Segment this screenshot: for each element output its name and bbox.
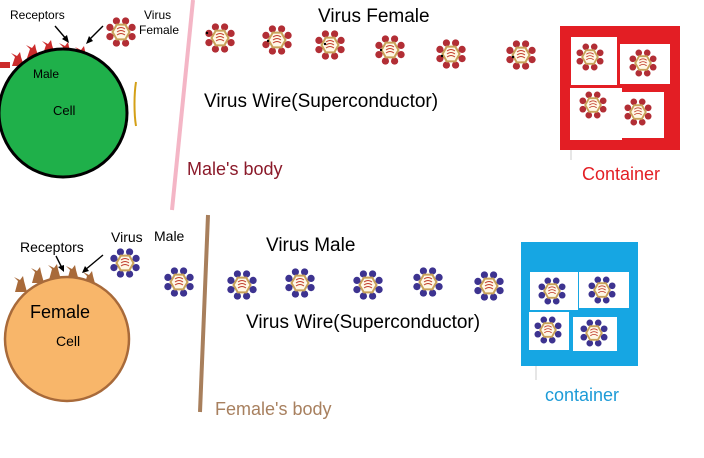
male-cell-sex-label: Male [33, 67, 60, 81]
virus-icon [205, 23, 235, 53]
wire-dot [511, 55, 515, 59]
receptor-icon [11, 52, 24, 66]
receptor-arrow-3-head [58, 265, 64, 272]
receptor-arrow-1-head [62, 35, 69, 43]
virus-icon [624, 98, 652, 126]
top-panel [0, 0, 680, 211]
top-virus-wire-label: Virus Wire(Superconductor) [204, 91, 439, 112]
male-virus-stream [110, 248, 504, 301]
top-receptors-label: Receptors [10, 8, 65, 22]
top-virus-label-line2: Female [139, 23, 180, 37]
male-cell-edge-fragment [133, 81, 137, 127]
female-virus-stream [106, 17, 536, 70]
virus-icon [534, 316, 562, 344]
virus-icon [353, 270, 383, 300]
male-cell-label: Cell [53, 103, 76, 118]
female-virus-container [560, 26, 680, 160]
female-body-label: Female's body [215, 399, 332, 419]
female-body-boundary [198, 214, 210, 413]
virus-icon [538, 277, 566, 305]
bottom-receptors-label: Receptors [20, 239, 84, 255]
virus-icon [588, 276, 616, 304]
virus-icon [164, 267, 194, 297]
virus-icon [629, 49, 657, 77]
bottom-panel [3, 214, 638, 413]
virus-icon [315, 30, 345, 60]
virus-icon [436, 39, 466, 69]
virus-icon [413, 267, 443, 297]
virus-icon [580, 319, 608, 347]
receptor-arrow-4-head [82, 266, 89, 273]
male-cell [0, 47, 129, 179]
female-cell-label: Cell [56, 333, 81, 349]
top-virus-label-line1: Virus [144, 8, 172, 22]
wire-dot [323, 42, 327, 46]
virus-icon [579, 91, 607, 119]
bottom-virus-wire-label: Virus Wire(Superconductor) [246, 312, 481, 333]
virus-icon [110, 248, 140, 278]
virus-male-title: Virus Male [266, 235, 356, 256]
receptor-arrow-4 [84, 254, 104, 271]
male-cell-receptor-band [0, 62, 10, 68]
virus-female-title: Virus Female [318, 6, 430, 27]
male-body-boundary [170, 0, 195, 211]
receptor-icon [48, 264, 61, 280]
virus-icon [285, 268, 315, 298]
bottom-container-label: container [545, 385, 620, 405]
receptor-icon [31, 267, 44, 283]
wire-dot [205, 31, 209, 35]
receptor-arrow-2 [88, 25, 104, 41]
virus-icon [506, 40, 536, 70]
virus-icon [262, 25, 292, 55]
virus-icon [375, 35, 405, 65]
female-cell-sex-label: Female [30, 302, 91, 322]
male-virus-container [521, 242, 638, 380]
virus-icon [227, 270, 257, 300]
bottom-male-label: Male [154, 228, 185, 244]
receptor-icon [14, 276, 27, 292]
female-cell [3, 275, 131, 403]
bottom-virus-label: Virus [111, 229, 143, 245]
wire-dot [266, 39, 270, 43]
virus-icon [106, 17, 136, 47]
virus-icon [474, 271, 504, 301]
receptor-arrow-2-head [86, 36, 93, 44]
male-body-label: Male's body [187, 159, 283, 179]
top-container-label: Container [582, 164, 661, 184]
wire-dot [379, 48, 383, 52]
wire-dot [440, 54, 444, 58]
virus-icon [576, 43, 604, 71]
